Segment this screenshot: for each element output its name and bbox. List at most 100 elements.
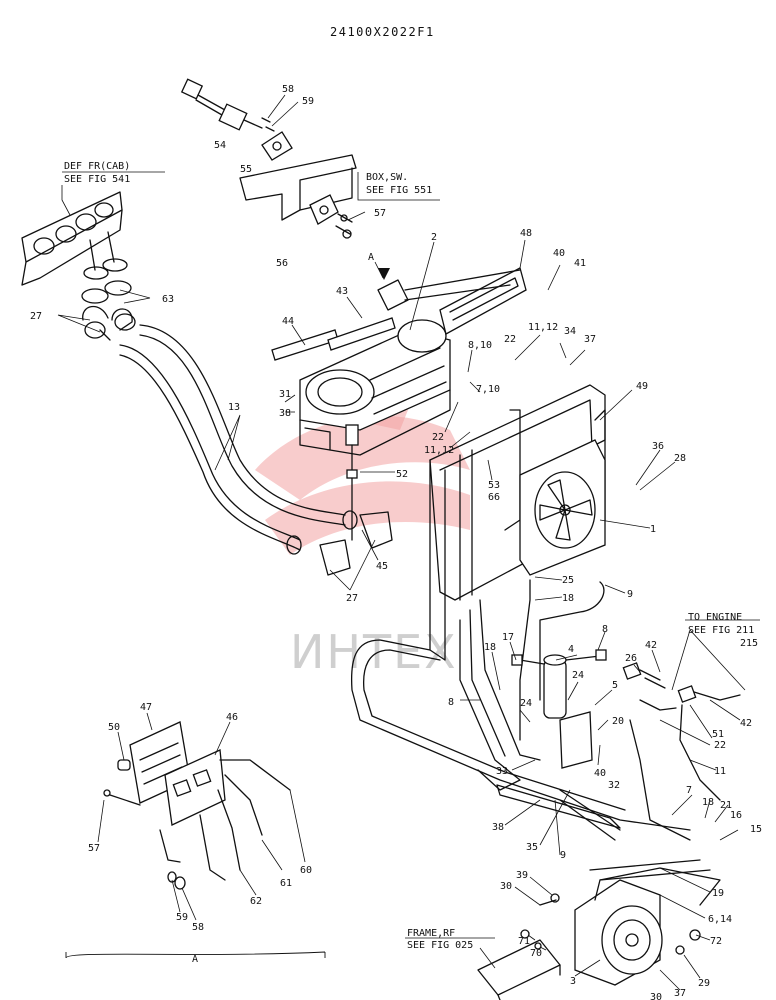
callout: 63 [162, 294, 174, 305]
callout: 51 [712, 729, 724, 740]
switch-connector [180, 78, 293, 161]
callout: 27 [30, 311, 42, 322]
callout: 29 [698, 978, 710, 989]
callout: 16 [730, 810, 742, 821]
callout: 61 [280, 878, 292, 889]
callout: 26 [625, 653, 637, 664]
view-arrow-label: A [368, 252, 374, 263]
callout: 56 [276, 258, 288, 269]
callout: 17 [502, 632, 514, 643]
receiver-drier [511, 649, 607, 769]
callout: 18 [484, 642, 496, 653]
ref-box-sw-line2: SEE FIG 551 [366, 185, 432, 196]
callout: 33 [496, 766, 508, 777]
callout: 53 [488, 480, 500, 491]
callout: 38 [492, 822, 504, 833]
callout: 46 [226, 712, 238, 723]
callout: 24 [520, 698, 532, 709]
callout: 37 [584, 334, 596, 345]
callout: 15 [750, 824, 762, 835]
detail-view-label: A [192, 954, 198, 965]
refrigerant-lines [350, 579, 721, 841]
callout: 38 [279, 408, 291, 419]
callout: 45 [376, 561, 388, 572]
callout: 44 [282, 316, 294, 327]
ref-frame-rf-line1: FRAME,RF [407, 928, 455, 939]
callout: 37 [674, 988, 686, 999]
callout: 7,10 [476, 384, 500, 395]
condenser-fan [519, 439, 606, 576]
drawing-number: 24100X2022F1 [330, 25, 435, 39]
callout: 62 [250, 896, 262, 907]
callout: 24 [572, 670, 584, 681]
callout: 13 [228, 402, 240, 413]
callout: 41 [574, 258, 586, 269]
frame-bracket [477, 929, 561, 1000]
callout: 4 [568, 644, 574, 655]
callout: 49 [636, 381, 648, 392]
callout: 55 [240, 164, 252, 175]
callout: 5 [612, 680, 618, 691]
callout: 11 [714, 766, 726, 777]
callout: 27 [346, 593, 358, 604]
callout: 43 [336, 286, 348, 297]
reference-leaders [61, 171, 760, 969]
callout: 47 [140, 702, 152, 713]
callout: 30 [650, 992, 662, 1000]
callout: 25 [562, 575, 574, 586]
callout: 70 [530, 948, 542, 959]
reference-notes: DEF FR(CAB) SEE FIG 541 BOX,SW. SEE FIG … [64, 161, 758, 965]
callout: 52 [396, 469, 408, 480]
ref-to-engine-line2: SEE FIG 211 [688, 625, 754, 636]
callout: 35 [526, 842, 538, 853]
callout: 59 [302, 96, 314, 107]
callout: 50 [108, 722, 120, 733]
callout: 42 [645, 640, 657, 651]
heater-unit [299, 319, 451, 541]
callout: 39 [516, 870, 528, 881]
callout: 60 [300, 865, 312, 876]
callout: 58 [192, 922, 204, 933]
ref-def-fr-line1: DEF FR(CAB) [64, 161, 130, 172]
part-callouts: 58 59 5 4 55 57 56 2 48 40 41 63 27 43 44… [30, 84, 762, 1000]
callout: 58 [282, 84, 294, 95]
callout: 71 [518, 936, 530, 947]
callout: 2 [431, 232, 437, 243]
ref-to-engine-line3: 215 [740, 638, 758, 649]
callout-leaders [57, 94, 741, 991]
ref-frame-rf-line2: SEE FIG 025 [407, 940, 473, 951]
callout: 31 [279, 389, 291, 400]
heater-bracket [377, 269, 521, 311]
callout: 8 [448, 697, 454, 708]
callout: 9 [627, 589, 633, 600]
callout: 30 [500, 881, 512, 892]
callout: 40 [553, 248, 565, 259]
detail-a-relay-bracket [65, 721, 326, 959]
callout: 42 [740, 718, 752, 729]
callout: 6,14 [708, 914, 732, 925]
callout: 3 [570, 976, 576, 987]
callout: 8,10 [468, 340, 492, 351]
callout: 32 [608, 780, 620, 791]
callout: 11,12 [424, 445, 454, 456]
callout: 40 [594, 768, 606, 779]
callout: 11,12 [528, 322, 558, 333]
callout: 9 [560, 850, 566, 861]
callout: 18 [562, 593, 574, 604]
callout: 20 [612, 716, 624, 727]
callout: 28 [674, 453, 686, 464]
heater-hoses [119, 324, 393, 576]
callout: 72 [710, 936, 722, 947]
switch-box-bracket [239, 154, 357, 239]
ref-def-fr-line2: SEE FIG 541 [64, 174, 130, 185]
callout: 7 [686, 785, 692, 796]
callout: 57 [88, 843, 100, 854]
callout: 48 [520, 228, 532, 239]
callout: 59 [176, 912, 188, 923]
defroster-duct [21, 191, 136, 341]
callout: 22 [714, 740, 726, 751]
ref-to-engine-line1: TO ENGINE [688, 612, 742, 623]
callout: 18 [702, 797, 714, 808]
callout: 66 [488, 492, 500, 503]
